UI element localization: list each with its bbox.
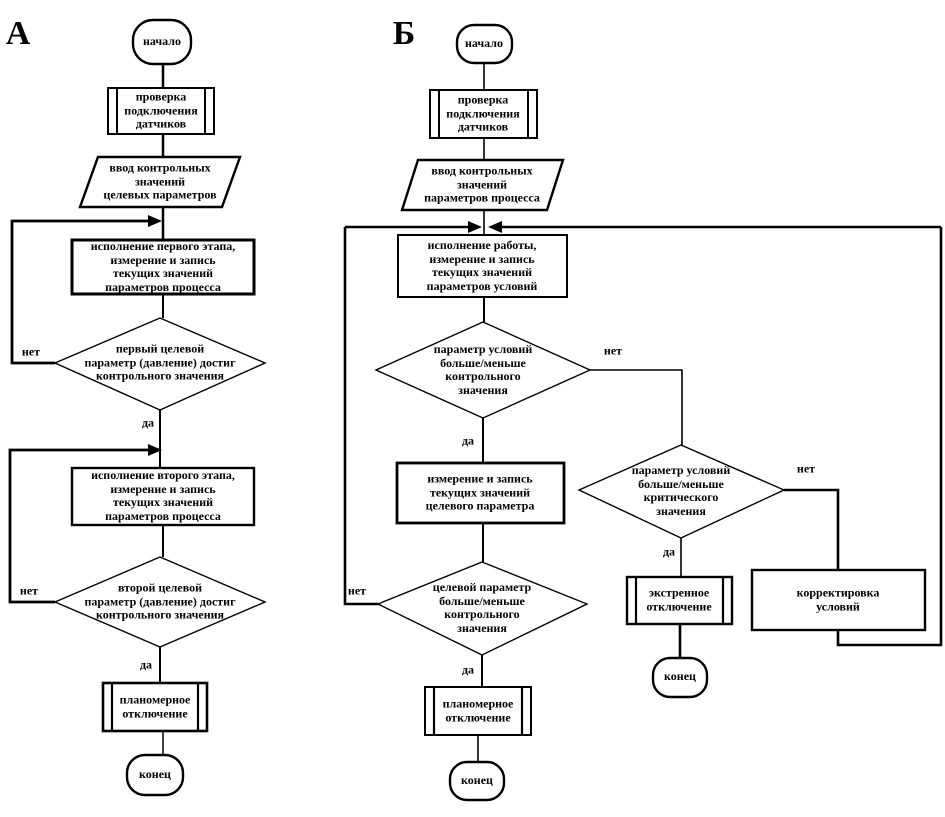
process-adjust-conditions-b — [750, 568, 927, 632]
check-sensors-label-a: проверка подключения датчиков — [124, 89, 198, 131]
branch-no-critical — [784, 488, 840, 570]
check-sensors-label-b: проверка подключения датчиков — [446, 92, 520, 134]
terminator-end-a — [125, 753, 185, 797]
process-stage1-a — [70, 238, 256, 296]
arrowhead — [468, 221, 482, 233]
input-values-label-b: ввод контрольных значений параметров про… — [424, 163, 540, 205]
predefined-check-sensors-b — [429, 89, 538, 139]
terminator-start-a — [131, 18, 193, 66]
no-label-b1: нет — [603, 343, 623, 358]
arrowhead — [148, 444, 162, 456]
decision2-label-a: второй целевой параметр (давление) дости… — [84, 580, 236, 622]
chart-b-shapes — [374, 23, 927, 802]
chart-a-shapes — [53, 18, 267, 797]
io-input-values-b — [400, 158, 565, 212]
loop-no-2 — [8, 448, 152, 604]
measure-target-label-b: измерение и запись текущих значений целе… — [425, 471, 535, 513]
process-stage2-a — [70, 466, 256, 527]
adjust-conditions-label-b: корректировка условий — [796, 585, 880, 613]
no-label-a1: нет — [21, 344, 41, 359]
terminator-end-emergency-b — [651, 656, 709, 699]
return-adjust — [836, 227, 943, 647]
loop-no-1 — [10, 219, 152, 365]
yes-label-a2: да — [139, 657, 153, 672]
chart-b-connectors — [343, 63, 943, 762]
decision-condition-critical-label-b: параметр условий больше/меньше критическ… — [631, 462, 731, 518]
stage1-label-a: исполнение первого этапа, измерение и за… — [90, 238, 236, 294]
planned-shutdown-label-a: планомерное отключение — [119, 692, 191, 720]
branch-no-condition — [590, 369, 683, 445]
planned-shutdown-label-b: планомерное отключение — [442, 696, 514, 724]
arrowhead — [148, 215, 162, 227]
decision2-a — [53, 556, 267, 648]
no-label-b3: нет — [796, 461, 816, 476]
no-label-a2: нет — [19, 583, 39, 598]
end-emergency-label-b: конец — [664, 669, 696, 684]
yes-label-a1: да — [141, 415, 155, 430]
section-label-a: А — [5, 15, 31, 52]
decision-target-control-label-b: целевой параметр больше/меньше контрольн… — [432, 579, 532, 635]
input-values-label-a: ввод контрольных значений целевых параме… — [103, 160, 217, 202]
decision-condition-control-b — [374, 321, 592, 419]
decision-condition-critical-b — [577, 444, 786, 539]
chart-a-connectors — [8, 64, 165, 755]
process-measure-target-b — [395, 461, 566, 525]
predefined-planned-shutdown-b — [424, 686, 532, 736]
predefined-emergency-shutdown-b — [625, 575, 734, 626]
terminator-start-b — [455, 23, 514, 65]
start-label-a: начало — [142, 34, 182, 49]
work-stage-label-b: исполнение работы, измерение и запись те… — [426, 237, 538, 293]
predefined-planned-shutdown-a — [101, 681, 209, 733]
process-work-b — [397, 234, 568, 298]
io-input-values-a — [78, 155, 242, 209]
end-label-a: конец — [139, 767, 171, 782]
yes-label-b1: да — [461, 433, 475, 448]
terminator-end-b — [448, 760, 506, 802]
decision-target-control-b — [376, 561, 589, 656]
stage2-label-a: исполнение второго этапа, измерение и за… — [91, 467, 235, 523]
yes-label-b3: да — [662, 544, 676, 559]
no-label-b2: нет — [347, 583, 367, 598]
loop-no-target — [343, 227, 378, 606]
predefined-check-sensors-a — [107, 87, 215, 135]
decision-condition-control-label-b: параметр условий больше/меньше контрольн… — [433, 341, 533, 397]
start-label-b: начало — [464, 36, 504, 51]
decision1-a — [53, 317, 267, 411]
section-label-b: Б — [392, 15, 416, 52]
decision1-label-a: первый целевой параметр (давление) дости… — [84, 341, 236, 383]
emergency-shutdown-label-b: экстренное отключение — [646, 585, 712, 613]
arrowhead — [488, 221, 502, 233]
yes-label-b2: да — [461, 662, 475, 677]
end-main-label-b: конец — [461, 773, 493, 788]
